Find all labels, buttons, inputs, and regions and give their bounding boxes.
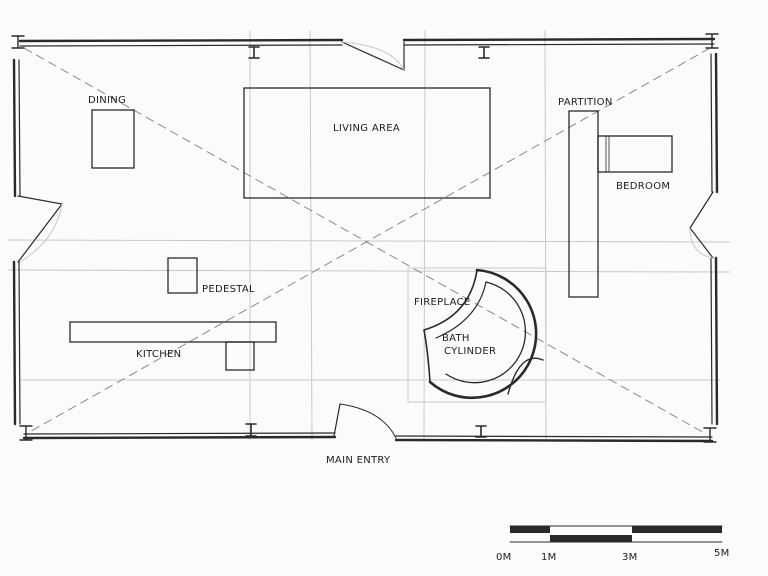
partition-wall: [568, 110, 599, 298]
exterior-walls: [11, 33, 719, 443]
label-fireplace: FIREPLACE: [414, 297, 470, 308]
scale-bar: 0M 1M 3M 5M: [496, 525, 730, 563]
columns: [245, 46, 490, 438]
scale-tick-1m: 1M: [541, 552, 557, 563]
dining-table: [91, 109, 135, 169]
scale-tick-5m: 5M: [714, 548, 730, 559]
label-cylinder: CYLINDER: [444, 346, 496, 357]
pedestal-block: [167, 257, 198, 294]
label-kitchen: KITCHEN: [136, 349, 181, 360]
label-bedroom: BEDROOM: [616, 181, 670, 192]
bath-cylinder: [423, 268, 544, 400]
doors: [17, 41, 714, 439]
scale-tick-3m: 3M: [622, 552, 638, 563]
diagonal-lines: [23, 47, 711, 435]
label-bath: BATH: [442, 333, 470, 344]
construction-lines: [7, 29, 731, 441]
scale-tick-0m: 0M: [496, 552, 512, 563]
label-living-area: LIVING AREA: [333, 123, 400, 134]
living-area-block: [243, 87, 491, 199]
bed: [597, 135, 673, 173]
label-main-entry: MAIN ENTRY: [326, 455, 391, 466]
label-partition: PARTITION: [558, 97, 613, 108]
label-pedestal: PEDESTAL: [202, 284, 255, 295]
label-dining: DINING: [88, 95, 126, 106]
kitchen-counter: [69, 321, 277, 371]
